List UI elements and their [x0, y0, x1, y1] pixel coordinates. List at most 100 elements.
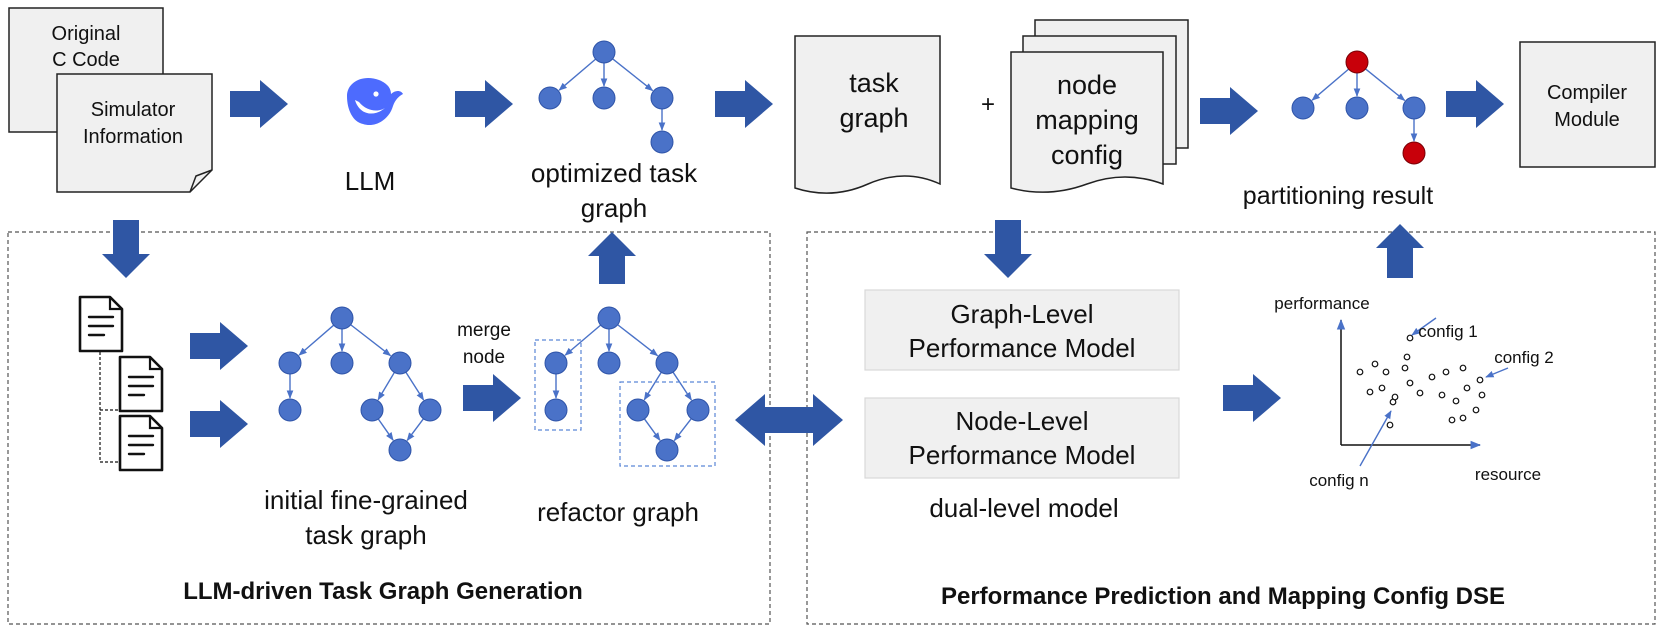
graph-node	[360, 398, 384, 422]
document-icon	[78, 295, 124, 353]
graph-edge	[564, 324, 602, 356]
graph-edge	[1365, 68, 1406, 102]
scatter-point	[1463, 384, 1471, 392]
node-level-model-box	[864, 397, 1180, 479]
arrow-models-to-scatter	[1223, 374, 1281, 422]
file-tree	[99, 342, 118, 463]
scatter-point	[1386, 421, 1394, 429]
left-section-border	[7, 231, 771, 625]
document-icon	[118, 355, 164, 413]
scatter-point	[1366, 388, 1374, 396]
initial-task-graph	[278, 306, 442, 462]
graph-edge	[350, 324, 392, 357]
graph-edge	[643, 371, 662, 401]
graph-node	[278, 351, 302, 375]
compiler-module-box	[1519, 41, 1656, 168]
refactor-task-graph	[544, 306, 710, 462]
graph-node	[544, 398, 568, 422]
scatter-x-label: resource	[1475, 465, 1541, 484]
node-mapping-config-docs	[1010, 19, 1189, 193]
optimized-task-graph	[538, 40, 674, 154]
scatter-point	[1378, 384, 1386, 392]
config2-pointer	[1485, 367, 1509, 378]
config1-pointer	[1411, 317, 1437, 336]
scatter-point	[1403, 353, 1411, 361]
graph-edge	[643, 418, 661, 441]
graph-level-model-box	[864, 289, 1180, 371]
scatter-point	[1406, 334, 1414, 342]
simulator-info-doc	[56, 73, 213, 193]
graph-node	[1402, 96, 1426, 120]
scatter-point	[1478, 391, 1486, 399]
document-icons	[78, 295, 164, 472]
graph-node	[626, 398, 650, 422]
graph-edge	[558, 58, 597, 91]
scatter-point	[1476, 376, 1484, 384]
graph-node	[388, 351, 412, 375]
arrow-docs-to-init-1	[190, 322, 248, 370]
scatter-point	[1416, 389, 1424, 397]
scatter-point	[1448, 416, 1456, 424]
arrow-merge	[463, 374, 521, 422]
graph-edge	[612, 58, 654, 92]
arrow-scatter-up	[1376, 224, 1424, 278]
graph-node	[1291, 96, 1315, 120]
graph-node	[330, 351, 354, 375]
arrow-config-down	[984, 220, 1032, 278]
config1-label: config 1	[1418, 322, 1478, 341]
graph-node	[686, 398, 710, 422]
graph-edge	[1311, 68, 1350, 101]
scatter-point	[1438, 391, 1446, 399]
partitioning-result-label: partitioning result	[1243, 182, 1433, 210]
scatter-point	[1459, 414, 1467, 422]
scatter-point	[1382, 368, 1390, 376]
graph-node	[655, 438, 679, 462]
graph-edge	[617, 324, 659, 357]
confign-label: config n	[1309, 471, 1369, 490]
arrow-docs-to-init-2	[190, 400, 248, 448]
arrow-opt-to-taskgraph	[715, 80, 773, 128]
scatter-point	[1371, 360, 1379, 368]
arrow-config-to-partition	[1200, 87, 1258, 135]
graph-edge	[377, 418, 394, 441]
graph-node	[597, 306, 621, 330]
graph-node	[278, 398, 302, 422]
graph-edge	[672, 371, 692, 401]
refactor-graph-label: refactor graph	[537, 497, 699, 527]
graph-node	[650, 130, 674, 154]
arrow-doc-down	[102, 220, 150, 278]
graph-edge	[673, 418, 692, 442]
arrow-bidirectional	[735, 394, 843, 446]
graph-node	[597, 351, 621, 375]
graph-node	[592, 86, 616, 110]
graph-node	[592, 40, 616, 64]
dse-scatter-plot	[1336, 317, 1509, 467]
config2-label: config 2	[1494, 348, 1554, 367]
top-flow-arrows	[102, 80, 1504, 448]
highlighted-node	[1345, 50, 1369, 74]
graph-node	[650, 86, 674, 110]
arrow-llm-to-opt	[455, 80, 513, 128]
merge-box-right	[619, 381, 716, 467]
graph-node	[330, 306, 354, 330]
scatter-point	[1459, 364, 1467, 372]
scatter-point	[1406, 379, 1414, 387]
graph-edge	[298, 324, 335, 356]
graph-node	[1345, 96, 1369, 120]
right-section-title: Performance Prediction and Mapping Confi…	[941, 583, 1505, 610]
scatter-point	[1356, 368, 1364, 376]
dual-level-model-label: dual-level model	[929, 493, 1118, 523]
partitioning-result-graph	[1291, 50, 1426, 165]
llm-label: LLM	[345, 166, 396, 196]
scatter-point	[1391, 393, 1399, 401]
